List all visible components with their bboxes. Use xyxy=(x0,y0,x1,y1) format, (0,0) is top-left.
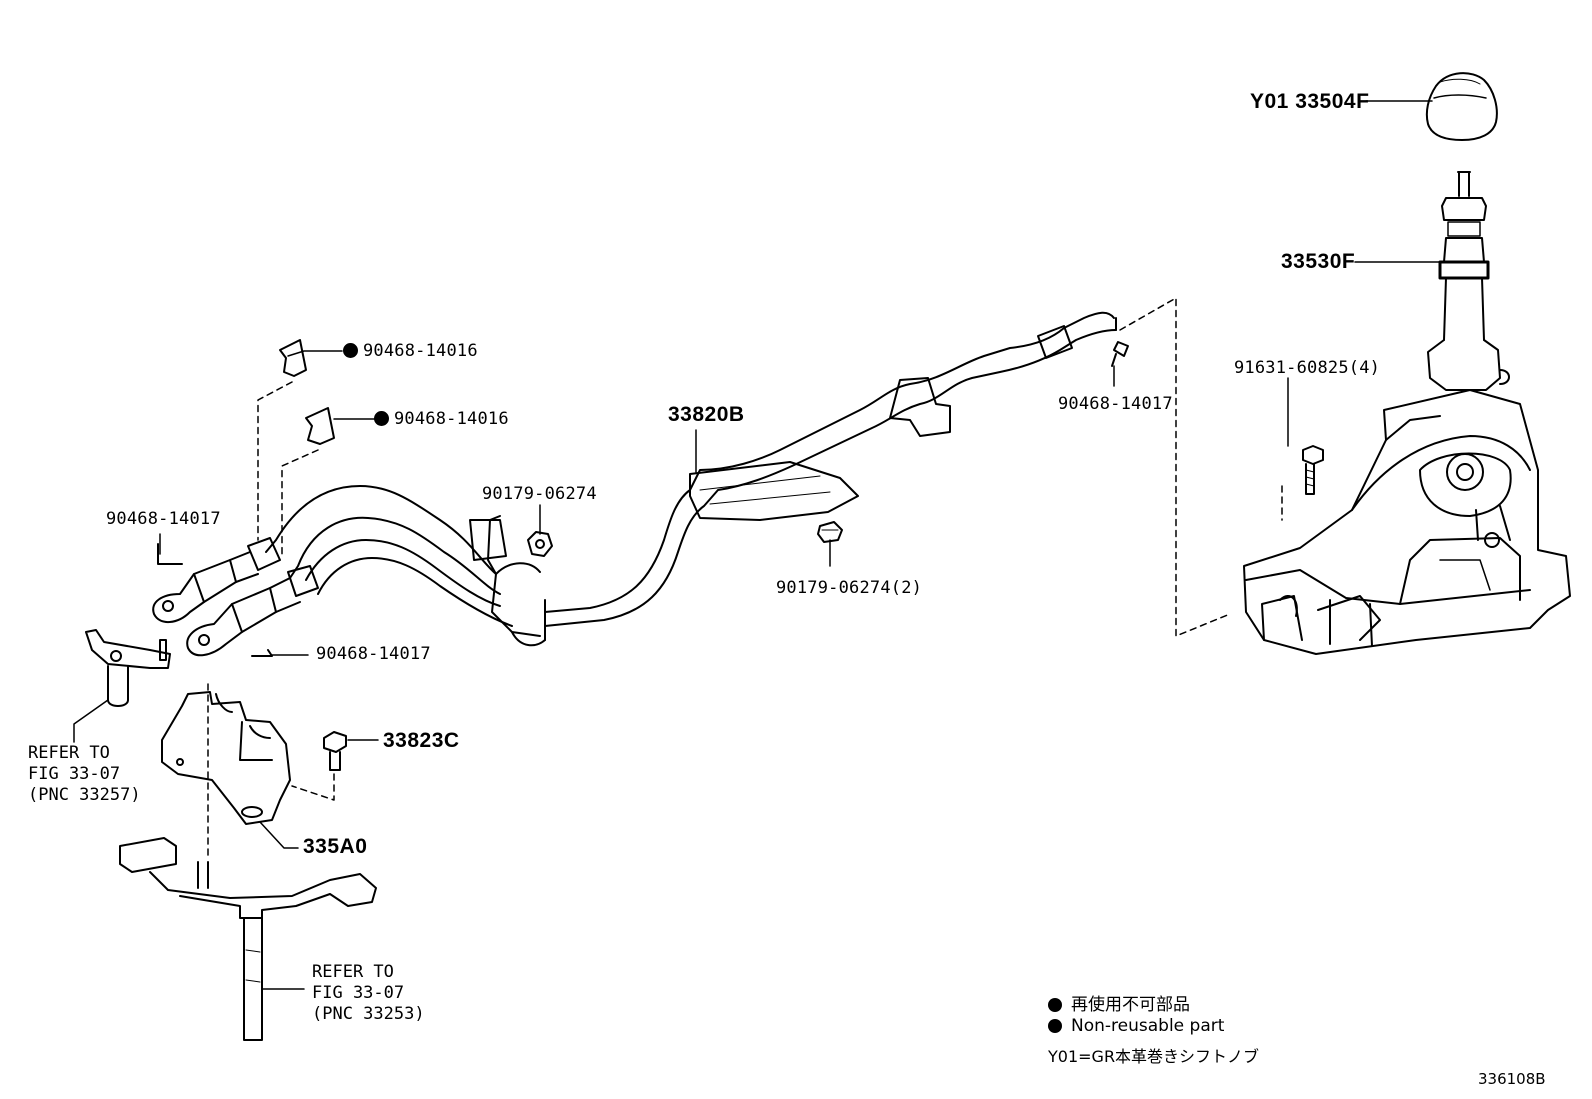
clip-90468-14016-a xyxy=(279,339,307,377)
nut-90179-b xyxy=(817,521,843,543)
legend-note: Y01=GR本革巻きシフトノブ xyxy=(1048,1047,1260,1066)
legend-english: Non-reusable part xyxy=(1048,1016,1224,1036)
filled-circle-icon xyxy=(1048,1019,1062,1033)
callout-bolt-small[interactable]: 33823C xyxy=(383,729,460,752)
shift-housing xyxy=(1243,389,1571,655)
leader-lines xyxy=(73,100,1441,990)
callout-bolt-main[interactable]: 91631-60825(4) xyxy=(1234,358,1381,378)
nut-90179-a xyxy=(527,531,553,557)
shift-lever xyxy=(1427,171,1510,391)
bracket-335a0 xyxy=(161,691,291,825)
shift-cable xyxy=(152,311,1117,657)
non-reusable-dot-icon xyxy=(374,411,389,426)
callout-pin-lower[interactable]: 90468-14017 xyxy=(316,644,431,664)
bolt-33823c xyxy=(323,731,347,771)
pin-90468-14017-lower xyxy=(251,649,273,657)
pin-90468-14017-left xyxy=(157,543,183,565)
callout-clip-top-2-text: 90468-14016 xyxy=(394,409,509,429)
callout-nut-a[interactable]: 90179-06274 xyxy=(482,484,597,504)
legend-japanese: 再使用不可部品 xyxy=(1048,990,1190,1015)
pin-90468-14017-right xyxy=(1111,341,1129,367)
filled-circle-icon xyxy=(1048,998,1062,1012)
callout-clip-top-1[interactable]: 90468-14016 xyxy=(343,343,478,360)
non-reusable-dot-icon xyxy=(343,343,358,358)
callout-clip-top-1-text: 90468-14016 xyxy=(363,341,478,361)
callout-lever[interactable]: 33530F xyxy=(1281,250,1356,273)
reference-note-upper[interactable]: REFER TO FIG 33-07 (PNC 33257) xyxy=(28,743,141,805)
assembly-dashed-lines xyxy=(207,297,1283,861)
shift-knob xyxy=(1425,72,1498,141)
bolt-91631 xyxy=(1302,445,1324,495)
callout-knob[interactable]: Y01 33504F xyxy=(1250,90,1370,113)
clip-90468-14016-b xyxy=(305,407,335,445)
legend-en-text: Non-reusable part xyxy=(1071,1016,1225,1036)
callout-cable[interactable]: 33820B xyxy=(668,403,745,426)
callout-pin-left[interactable]: 90468-14017 xyxy=(106,509,221,529)
reference-note-lower[interactable]: REFER TO FIG 33-07 (PNC 33253) xyxy=(312,962,425,1024)
callout-pin-right[interactable]: 90468-14017 xyxy=(1058,394,1173,414)
callout-nut-b[interactable]: 90179-06274(2) xyxy=(776,578,923,598)
callout-clip-top-2[interactable]: 90468-14016 xyxy=(374,411,509,428)
figure-code: 336108B xyxy=(1478,1070,1546,1088)
callout-bracket[interactable]: 335A0 xyxy=(303,835,368,858)
select-lever xyxy=(85,629,171,707)
shift-lower-lever xyxy=(119,837,377,1041)
legend-jp-text: 再使用不可部品 xyxy=(1071,995,1190,1015)
